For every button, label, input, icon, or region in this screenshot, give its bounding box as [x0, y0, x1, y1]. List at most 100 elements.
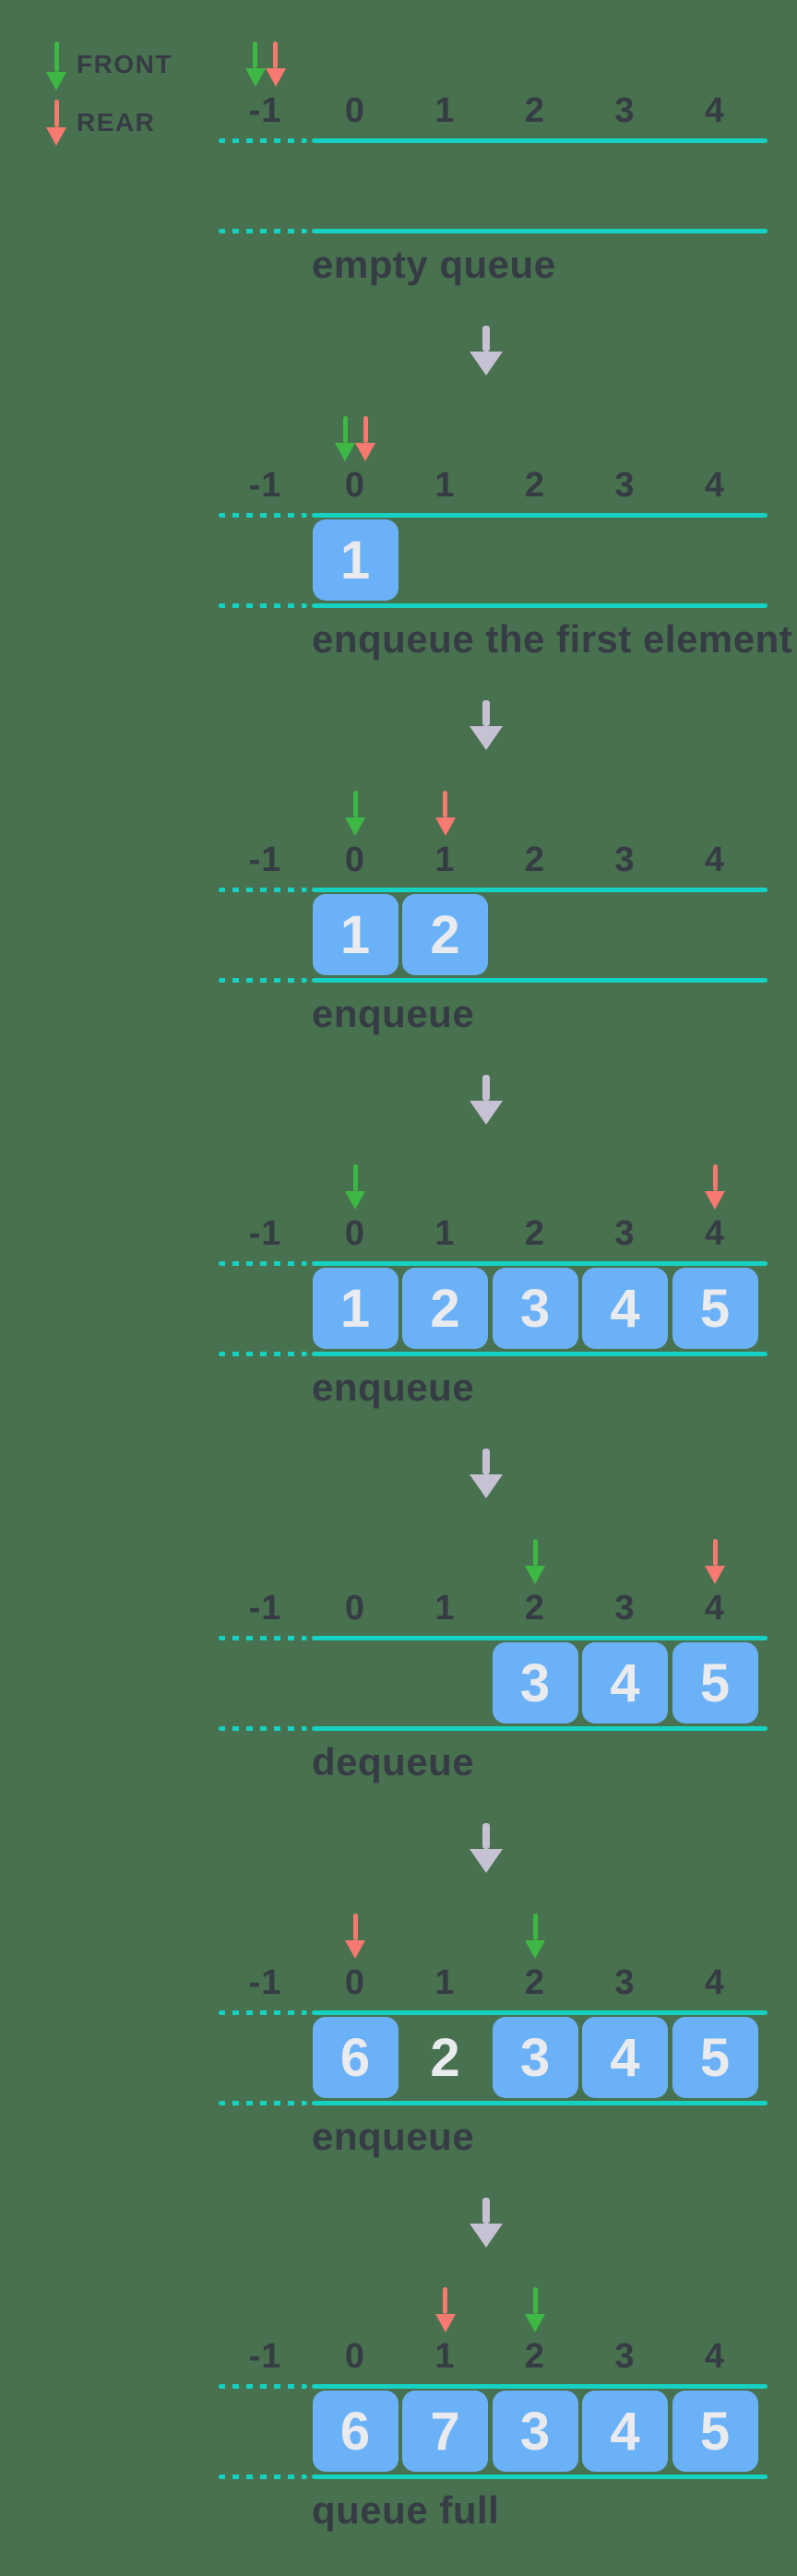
- index-label-4: 4: [704, 466, 726, 505]
- queue-cell-4: 4: [582, 1642, 668, 1723]
- front-arrow-icon: [524, 1914, 546, 1959]
- index-label-2: 2: [524, 1963, 546, 2002]
- index-label-2: 2: [524, 2337, 546, 2376]
- front-arrow-icon: [524, 2287, 546, 2332]
- index-label-4: 4: [704, 841, 726, 879]
- queue-cell-3: 3: [492, 1642, 578, 1723]
- rear-arrow-icon: [45, 100, 67, 146]
- arrow-head: [525, 2314, 545, 2332]
- rear-arrow-icon: [704, 1164, 726, 1210]
- arrow-head: [434, 2314, 456, 2332]
- stage-caption: queue full: [312, 2488, 500, 2532]
- array-top-line: [312, 888, 767, 892]
- array-bottom-line-dashed: [219, 978, 307, 983]
- index-label-2: 2: [524, 1214, 546, 1253]
- queue-cell-4: 4: [582, 1268, 668, 1349]
- arrow-shaft: [342, 416, 348, 443]
- rear-arrow-icon: [434, 791, 457, 836]
- index-label-1: 1: [434, 91, 456, 130]
- array-bottom-line: [312, 603, 767, 608]
- array-bottom-line-dashed: [219, 1726, 307, 1731]
- index-label-4: 4: [704, 2337, 726, 2376]
- array-top-line-dashed: [219, 888, 307, 892]
- array-top-line: [312, 2384, 767, 2389]
- queue-cell-3: 3: [492, 1268, 578, 1349]
- front-arrow-icon: [344, 1164, 366, 1210]
- arrow-head: [345, 1940, 365, 1959]
- array-top-line: [312, 138, 767, 143]
- queue-cell-5: 5: [672, 2391, 758, 2472]
- index-label--1: -1: [248, 1963, 282, 2002]
- array-bottom-line-dashed: [219, 2101, 307, 2105]
- index-label-0: 0: [344, 466, 366, 505]
- index-label--1: -1: [248, 91, 282, 130]
- arrow-shaft: [443, 2287, 447, 2314]
- arrow-shaft: [482, 2198, 490, 2224]
- queue-cell-5: 5: [672, 1642, 758, 1723]
- queue-cell-2: 2: [402, 1268, 488, 1349]
- stage-caption: dequeue: [312, 1740, 475, 1783]
- transition-arrow-icon: [470, 326, 503, 376]
- array-bottom-line-dashed: [219, 1352, 307, 1356]
- arrow-head: [470, 2224, 503, 2248]
- rear-arrow-icon: [704, 1539, 726, 1584]
- arrow-head: [244, 68, 266, 87]
- arrow-head: [470, 726, 503, 750]
- index-label-0: 0: [344, 1589, 366, 1628]
- arrow-head: [470, 352, 503, 376]
- queue-cell-2: 2: [402, 894, 488, 975]
- index-label--1: -1: [248, 841, 282, 879]
- rear-legend-label: REAR: [77, 108, 156, 137]
- index-label-1: 1: [434, 1589, 456, 1628]
- arrow-shaft: [532, 2287, 538, 2314]
- index-label-3: 3: [614, 841, 636, 879]
- index-label-3: 3: [614, 2337, 636, 2376]
- transition-arrow-icon: [470, 700, 503, 750]
- arrow-shaft: [54, 100, 59, 127]
- array-top-line-dashed: [219, 1636, 307, 1640]
- array-bottom-line: [312, 229, 767, 233]
- arrow-head: [355, 443, 375, 461]
- arrow-shaft: [712, 1539, 718, 1566]
- arrow-head: [434, 817, 456, 836]
- arrow-shaft: [482, 1075, 490, 1101]
- index-label--1: -1: [248, 1589, 282, 1628]
- array-bottom-line: [312, 978, 767, 983]
- queue-cell-1: 1: [312, 1268, 398, 1349]
- rear-arrow-icon: [265, 42, 287, 87]
- front-arrow-icon: [524, 1539, 546, 1584]
- array-top-line: [312, 1636, 767, 1640]
- arrow-head: [470, 1101, 503, 1125]
- array-bottom-line: [312, 1352, 767, 1356]
- stage-caption: enqueue: [312, 1366, 475, 1409]
- stage-caption: enqueue: [312, 2115, 475, 2158]
- transition-arrow-icon: [470, 1075, 503, 1125]
- array-top-line-dashed: [219, 2010, 307, 2015]
- queue-cell-5: 5: [672, 2017, 758, 2098]
- index-label-3: 3: [614, 1963, 636, 2002]
- stage-caption: enqueue the first element: [312, 617, 793, 661]
- arrow-head: [470, 1849, 503, 1873]
- index-label-3: 3: [614, 466, 636, 505]
- array-bottom-line: [312, 2101, 767, 2105]
- index-label-0: 0: [344, 2337, 366, 2376]
- index-label-0: 0: [344, 1214, 366, 1253]
- transition-arrow-icon: [470, 1449, 503, 1498]
- arrow-head: [345, 1191, 365, 1210]
- arrow-shaft: [54, 42, 59, 72]
- index-label-2: 2: [524, 1589, 546, 1628]
- arrow-shaft: [712, 1164, 718, 1191]
- queue-cell-3: 3: [492, 2017, 578, 2098]
- index-label-0: 0: [344, 91, 366, 130]
- arrow-shaft: [482, 1823, 490, 1849]
- queue-cell-4: 4: [582, 2391, 668, 2472]
- front-arrow-icon: [344, 791, 366, 836]
- arrow-shaft: [363, 416, 368, 443]
- rear-arrow-icon: [344, 1914, 366, 1959]
- arrow-head: [525, 1566, 545, 1584]
- rear-arrow-icon: [354, 416, 376, 461]
- arrow-head: [470, 1474, 503, 1498]
- index-label-4: 4: [704, 1963, 726, 2002]
- index-label-4: 4: [704, 1214, 726, 1253]
- array-top-line: [312, 1261, 767, 1266]
